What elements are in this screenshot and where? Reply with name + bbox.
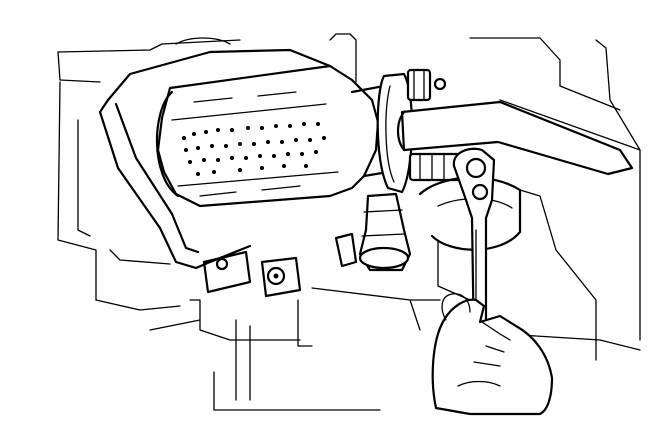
exhaust-pipe — [396, 100, 634, 176]
catalytic-converter — [155, 64, 380, 208]
mounting-bracket — [202, 250, 302, 298]
hand — [431, 293, 554, 416]
flange-bolt-lower — [408, 152, 466, 182]
front-pipe-joint — [334, 192, 412, 272]
flange-bolt-upper — [406, 68, 447, 102]
